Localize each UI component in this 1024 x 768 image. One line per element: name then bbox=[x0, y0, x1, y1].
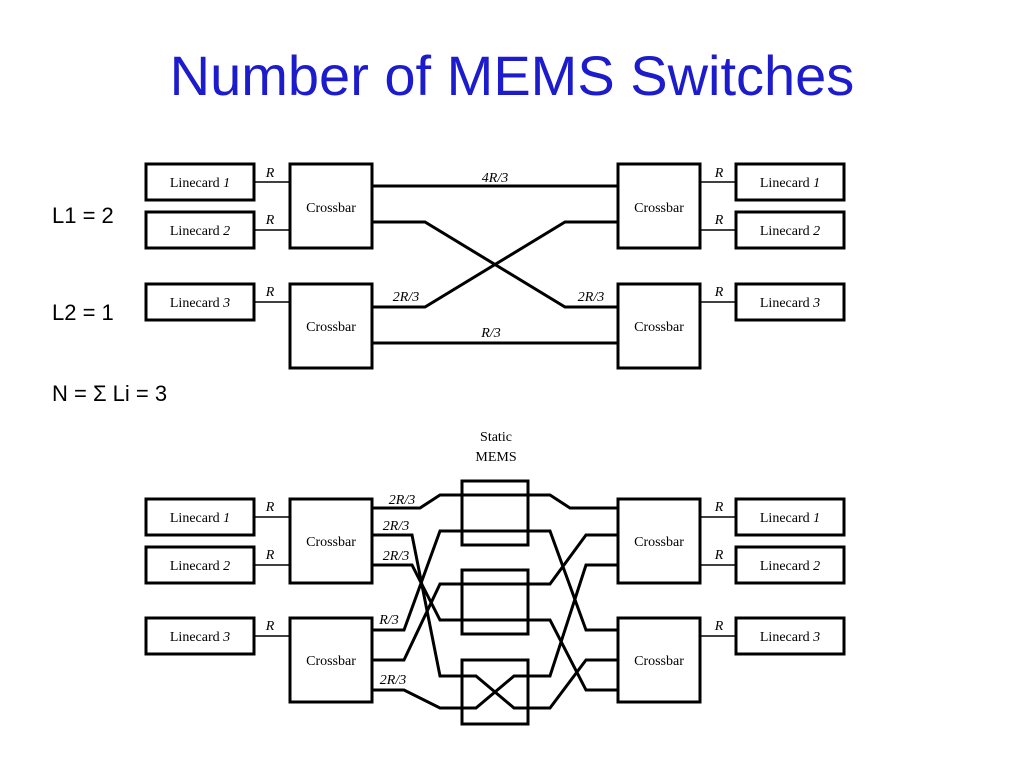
top-left-linecard-1: Linecard 1 bbox=[144, 162, 256, 202]
svg-text:Linecard 2: Linecard 2 bbox=[760, 559, 820, 574]
svg-text:Linecard 1: Linecard 1 bbox=[760, 511, 820, 526]
svg-text:Linecard 3: Linecard 3 bbox=[170, 630, 230, 645]
link-label: 4R/3 bbox=[482, 171, 508, 186]
static-mems-label: MEMS bbox=[475, 450, 516, 465]
rate-label: R bbox=[265, 619, 275, 634]
top-left-linecard-2: Linecard 2 bbox=[144, 210, 256, 250]
link-label: 2R/3 bbox=[383, 549, 409, 564]
bottom-right-crossbar-1: Crossbar bbox=[616, 497, 702, 585]
link-label: 2R/3 bbox=[578, 290, 604, 305]
top-left-crossbar-1: Crossbar bbox=[288, 162, 374, 250]
top-left-crossbar-2: Crossbar bbox=[288, 282, 374, 370]
bottom-left-linecard-1: Linecard 1 bbox=[144, 497, 256, 537]
mems-switch-3 bbox=[460, 658, 530, 726]
link-label: 2R/3 bbox=[383, 519, 409, 534]
equation-n: N = Σ Li = 3 bbox=[52, 381, 168, 406]
link-label: 2R/3 bbox=[393, 290, 419, 305]
svg-text:Linecard 1: Linecard 1 bbox=[170, 511, 230, 526]
svg-text:Linecard 3: Linecard 3 bbox=[170, 296, 230, 311]
link-label: 2R/3 bbox=[389, 493, 415, 508]
svg-text:Linecard 2: Linecard 2 bbox=[760, 224, 820, 239]
equation-l2: L2 = 1 bbox=[52, 300, 114, 325]
top-right-crossbar-1: Crossbar bbox=[616, 162, 702, 250]
mems-switch-2 bbox=[460, 568, 530, 636]
top-left-linecard-3: Linecard 3 bbox=[144, 282, 256, 322]
svg-text:Crossbar: Crossbar bbox=[634, 535, 684, 550]
bottom-left-linecard-3: Linecard 3 bbox=[144, 616, 256, 656]
bottom-right-linecard-1: Linecard 1 bbox=[734, 497, 846, 537]
rate-label: R bbox=[714, 619, 724, 634]
rate-label: R bbox=[265, 166, 275, 181]
equation-l1: L1 = 2 bbox=[52, 203, 114, 228]
link-label: 2R/3 bbox=[380, 673, 406, 688]
top-right-linecard-1: Linecard 1 bbox=[734, 162, 846, 202]
svg-text:Linecard 2: Linecard 2 bbox=[170, 224, 230, 239]
svg-text:Crossbar: Crossbar bbox=[634, 654, 684, 669]
svg-text:Crossbar: Crossbar bbox=[634, 201, 684, 216]
bottom-right-crossbar-2: Crossbar bbox=[616, 616, 702, 704]
top-right-crossbar-2: Crossbar bbox=[616, 282, 702, 370]
link-label: R/3 bbox=[378, 613, 398, 628]
rate-label: R bbox=[714, 548, 724, 563]
rate-label: R bbox=[265, 213, 275, 228]
rate-label: R bbox=[714, 285, 724, 300]
rate-label: R bbox=[265, 548, 275, 563]
bottom-left-crossbar-1: Crossbar bbox=[288, 497, 374, 585]
rate-label: R bbox=[265, 500, 275, 515]
svg-text:Crossbar: Crossbar bbox=[306, 201, 356, 216]
svg-text:Crossbar: Crossbar bbox=[306, 654, 356, 669]
svg-text:Crossbar: Crossbar bbox=[634, 320, 684, 335]
svg-text:Linecard 3: Linecard 3 bbox=[760, 630, 820, 645]
top-right-linecard-3: Linecard 3 bbox=[734, 282, 846, 322]
rate-label: R bbox=[265, 285, 275, 300]
rate-label: R bbox=[714, 500, 724, 515]
bottom-left-linecard-2: Linecard 2 bbox=[144, 545, 256, 585]
top-right-linecard-2: Linecard 2 bbox=[734, 210, 846, 250]
svg-text:Crossbar: Crossbar bbox=[306, 320, 356, 335]
bottom-diagram: Static MEMS Linecard 1 Linecard 2 Lineca… bbox=[144, 430, 846, 726]
svg-text:Linecard 2: Linecard 2 bbox=[170, 559, 230, 574]
rate-label: R bbox=[714, 213, 724, 228]
svg-text:Linecard 1: Linecard 1 bbox=[170, 176, 230, 191]
bottom-right-linecard-2: Linecard 2 bbox=[734, 545, 846, 585]
svg-text:Linecard 3: Linecard 3 bbox=[760, 296, 820, 311]
svg-text:Crossbar: Crossbar bbox=[306, 535, 356, 550]
rate-label: R bbox=[714, 166, 724, 181]
bottom-left-crossbar-2: Crossbar bbox=[288, 616, 374, 704]
mems-switch-1 bbox=[460, 479, 530, 547]
link-label: R/3 bbox=[480, 326, 500, 341]
page-title: Number of MEMS Switches bbox=[169, 44, 855, 107]
svg-text:Linecard 1: Linecard 1 bbox=[760, 176, 820, 191]
link-top-cross-up bbox=[372, 220, 618, 309]
top-diagram: Linecard 1 Linecard 2 Linecard 3 R R R C… bbox=[144, 162, 846, 370]
static-mems-label: Static bbox=[480, 430, 512, 445]
bottom-right-linecard-3: Linecard 3 bbox=[734, 616, 846, 656]
